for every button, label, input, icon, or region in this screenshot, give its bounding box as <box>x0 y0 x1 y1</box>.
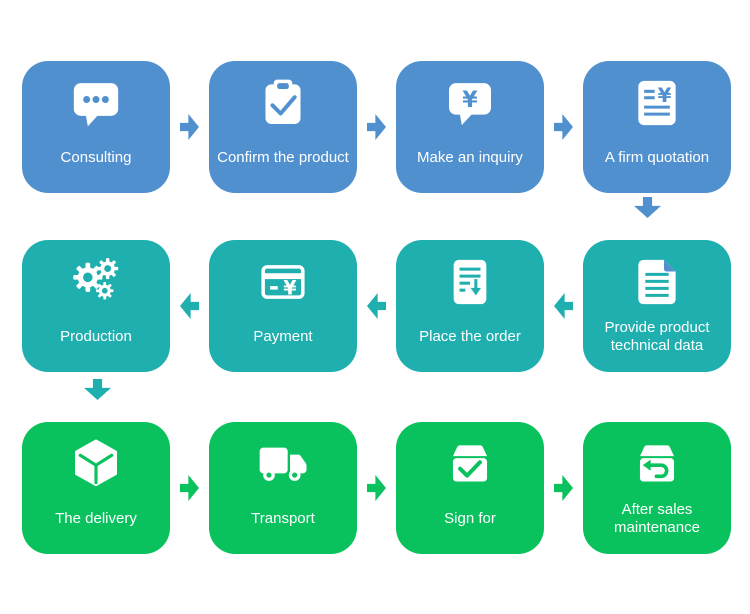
step-card-confirm-product: Confirm the product <box>209 61 357 193</box>
step-label: Transport <box>251 509 315 527</box>
phase-row-3: The delivery Transport Sign for <box>22 422 731 554</box>
step-card-sign-for: Sign for <box>396 422 544 554</box>
arrow-right-icon <box>367 114 386 140</box>
svg-text:¥: ¥ <box>462 87 478 113</box>
arrow-left-icon <box>180 293 199 319</box>
box-return-icon <box>639 445 675 482</box>
arrow-right-icon <box>367 475 386 501</box>
svg-text:¥: ¥ <box>658 84 672 107</box>
svg-text:¥: ¥ <box>283 276 297 299</box>
step-card-firm-quotation: ¥ A firm quotation <box>583 61 731 193</box>
phase-row-1: Consulting Confirm the product ¥ Make an… <box>22 61 731 193</box>
arrow-left-icon <box>367 293 386 319</box>
document-fold-icon <box>638 259 676 305</box>
arrow-down-icon <box>84 379 111 400</box>
document-download-icon <box>453 259 487 305</box>
step-label: Sign for <box>444 509 496 527</box>
step-card-make-inquiry: ¥ Make an inquiry <box>396 61 544 193</box>
step-card-delivery: The delivery <box>22 422 170 554</box>
box-check-icon <box>452 445 488 482</box>
step-label: A firm quotation <box>604 148 710 166</box>
step-card-payment: ¥ Payment <box>209 240 357 372</box>
gears-icon <box>73 258 119 300</box>
step-label: Confirm the product <box>217 148 349 166</box>
step-label: After sales maintenance <box>614 500 700 536</box>
step-card-consulting: Consulting <box>22 61 170 193</box>
package-cube-icon <box>75 439 118 487</box>
step-card-transport: Transport <box>209 422 357 554</box>
document-yen-icon: ¥ <box>638 80 676 126</box>
phase-row-2: Production ¥ Payment Place the o <box>22 240 731 372</box>
step-label: Provide product technical data <box>604 318 710 354</box>
step-label: Production <box>60 327 132 345</box>
step-label: Consulting <box>60 148 132 166</box>
chat-yen-icon: ¥ <box>449 83 491 126</box>
step-card-place-order: Place the order <box>396 240 544 372</box>
chat-dots-icon <box>73 83 119 127</box>
step-card-production: Production <box>22 240 170 372</box>
step-label: Make an inquiry <box>417 148 523 166</box>
arrow-down-icon <box>634 197 661 218</box>
truck-icon <box>259 447 307 481</box>
step-label: The delivery <box>55 509 137 527</box>
arrow-right-icon <box>180 114 199 140</box>
arrow-right-icon <box>554 475 573 501</box>
step-label: Payment <box>253 327 313 345</box>
arrow-right-icon <box>554 114 573 140</box>
step-label: Place the order <box>419 327 521 345</box>
step-card-technical-data: Provide product technical data <box>583 240 731 372</box>
step-card-after-sales: After sales maintenance <box>583 422 731 554</box>
arrow-left-icon <box>554 293 573 319</box>
arrow-right-icon <box>180 475 199 501</box>
clipboard-check-icon <box>265 79 301 124</box>
credit-card-yen-icon: ¥ <box>261 265 305 299</box>
